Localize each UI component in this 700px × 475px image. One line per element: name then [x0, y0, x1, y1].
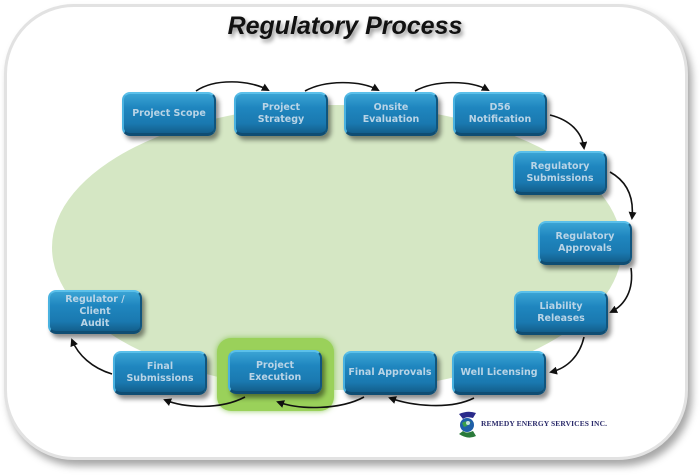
step-d56-notification[interactable]: D56 Notification [453, 92, 547, 136]
step-regulatory-approvals[interactable]: Regulatory Approvals [538, 221, 632, 265]
company-name: REMEDY ENERGY SERVICES INC. [481, 419, 608, 428]
arrow-finalapprovals-to-execution [276, 396, 365, 409]
step-final-submissions[interactable]: Final Submissions [113, 351, 207, 395]
arrow-finalsubmissions-to-audit [70, 338, 113, 375]
step-label: Project Strategy [257, 101, 305, 125]
arrow-submissions-to-approvals [609, 171, 637, 220]
step-liability-releases[interactable]: Liability Releases [514, 291, 608, 335]
step-regulator-client-audit[interactable]: Regulator / Client Audit [48, 290, 142, 334]
company-logo: REMEDY ENERGY SERVICES INC. [456, 410, 616, 440]
step-project-strategy[interactable]: Project Strategy [234, 92, 328, 136]
step-label: Regulator / Client Audit [65, 293, 125, 329]
step-label: Final Submissions [126, 360, 194, 384]
step-label: Project Scope [132, 107, 206, 119]
arrow-d56-to-submissions [549, 114, 588, 150]
step-onsite-evaluation[interactable]: Onsite Evaluation [344, 92, 438, 136]
step-well-licensing[interactable]: Well Licensing [452, 351, 546, 395]
arrow-approvals-to-liability [609, 267, 633, 313]
globe-e-logo-icon [459, 411, 476, 438]
arrow-scope-to-strategy [195, 81, 270, 92]
step-project-execution[interactable]: Project Execution [228, 350, 322, 394]
diagram-title: Regulatory Process [227, 12, 463, 40]
step-label: Liability Releases [537, 300, 585, 324]
step-label: Well Licensing [460, 366, 538, 378]
arrow-strategy-to-onsite [304, 81, 380, 92]
arrow-execution-to-finalsubmissions [163, 396, 246, 408]
step-label: Final Approvals [348, 366, 432, 378]
step-label: Regulatory Approvals [555, 230, 615, 254]
step-label: D56 Notification [468, 101, 532, 125]
arrow-welllicensing-to-finalapprovals [388, 396, 475, 407]
step-label: Onsite Evaluation [362, 101, 420, 125]
arrow-onsite-to-d56 [414, 81, 490, 92]
step-project-scope[interactable]: Project Scope [122, 92, 216, 136]
step-label: Regulatory Submissions [526, 160, 594, 184]
arrow-liability-to-welllicensing [549, 336, 585, 375]
step-regulatory-submissions[interactable]: Regulatory Submissions [513, 151, 607, 195]
step-final-approvals[interactable]: Final Approvals [343, 351, 437, 395]
step-label: Project Execution [248, 359, 302, 383]
